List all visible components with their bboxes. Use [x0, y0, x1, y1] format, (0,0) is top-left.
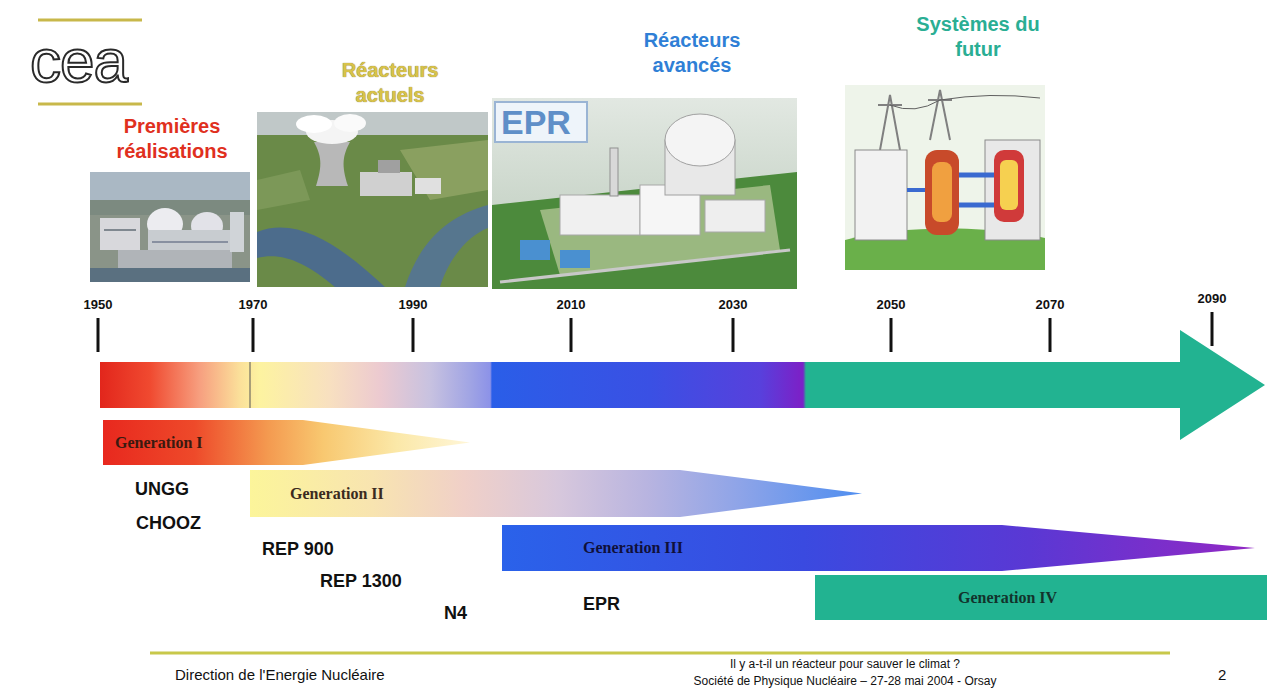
era-heading: Réacteurs avancés — [612, 28, 772, 78]
band-fill — [815, 575, 1267, 620]
year-tick — [732, 318, 735, 352]
pylon — [930, 90, 950, 140]
generation-name: Generation IV — [958, 589, 1057, 607]
pipe — [907, 188, 925, 192]
field — [257, 170, 310, 210]
heat-exchanger — [994, 150, 1024, 222]
logo-text: cea — [30, 22, 127, 100]
heat-exchanger-core — [1000, 160, 1018, 210]
background — [845, 85, 1045, 270]
dome — [665, 114, 735, 166]
generation-band: Generation II — [250, 470, 862, 517]
building — [378, 160, 400, 173]
reactor-type: EPR — [583, 593, 620, 616]
page-number: 2 — [1218, 666, 1226, 685]
year-tick — [97, 318, 100, 352]
building — [118, 250, 232, 268]
era-divider — [250, 362, 251, 408]
year-tick — [252, 318, 255, 352]
year-tick — [570, 318, 573, 352]
year-label: 1950 — [84, 297, 113, 313]
reactor-type: UNGG — [135, 478, 189, 501]
year-label: 1990 — [399, 297, 428, 313]
band-fill — [502, 525, 1255, 571]
generation-name: Generation I — [115, 434, 203, 452]
footer-text: Direction de l'Energie Nucléaire — [175, 666, 385, 685]
cooling-tower — [314, 142, 350, 186]
sky — [492, 98, 797, 289]
reactor-type: CHOOZ — [136, 512, 201, 535]
year-ticks — [98, 312, 1212, 352]
building — [705, 200, 765, 232]
building — [855, 150, 907, 240]
building — [230, 212, 244, 252]
era-heading: Systèmes du futur — [913, 12, 1043, 62]
band-fill — [250, 470, 862, 517]
plant-photo — [90, 172, 250, 282]
logo-text: EPR — [501, 101, 571, 144]
footer-rule — [150, 652, 1170, 655]
logo-rule — [38, 19, 142, 22]
reactor-type: REP 900 — [262, 538, 334, 561]
pool — [560, 250, 590, 268]
sky — [90, 172, 250, 282]
footer-text: Il y a-t-il un réacteur pour sauver le c… — [730, 657, 960, 672]
footer-text: Société de Physique Nucléaire – 27-28 ma… — [694, 674, 997, 689]
generation-band: Generation IV — [815, 575, 1267, 620]
year-tick — [1211, 312, 1214, 346]
future-system-drawing — [845, 85, 1045, 270]
logo-rule — [38, 103, 142, 106]
power-line — [890, 95, 1040, 109]
era-heading: Premières réalisations — [97, 114, 247, 164]
field — [400, 140, 488, 200]
building — [985, 140, 1040, 240]
generation-band: Generation I — [103, 420, 470, 465]
epr-rendering — [492, 98, 797, 289]
year-label: 2010 — [557, 297, 586, 313]
plant-photo — [257, 112, 488, 287]
building — [360, 172, 412, 196]
road — [500, 250, 790, 282]
year-tick — [412, 318, 415, 352]
year-label: 2090 — [1198, 291, 1227, 307]
generation-band: Generation III — [502, 525, 1255, 571]
generation-name: Generation II — [290, 485, 384, 503]
land — [257, 135, 488, 287]
windows — [104, 229, 136, 231]
era-heading: Réacteurs actuels — [315, 58, 465, 108]
year-label: 2070 — [1036, 297, 1065, 313]
year-label: 1970 — [239, 297, 268, 313]
reactor-vessel — [925, 150, 959, 235]
generation-name: Generation III — [583, 539, 683, 557]
band-fill — [103, 420, 470, 465]
water — [90, 268, 250, 282]
building — [560, 195, 640, 235]
steam — [296, 115, 332, 133]
stack — [610, 148, 618, 196]
year-label: 2030 — [719, 297, 748, 313]
platform — [540, 185, 780, 275]
year-tick — [1049, 318, 1052, 352]
year-tick — [890, 318, 893, 352]
pylon — [880, 95, 900, 150]
year-label: 2050 — [877, 297, 906, 313]
building — [100, 218, 140, 250]
pool — [520, 240, 550, 260]
pipe — [959, 175, 994, 205]
river — [405, 205, 488, 287]
reactor-type: N4 — [444, 602, 467, 625]
reactor-core — [932, 162, 952, 222]
windows — [152, 241, 228, 243]
reactor-type: REP 1300 — [320, 570, 402, 593]
river — [257, 228, 385, 287]
building — [415, 178, 441, 194]
ground — [492, 172, 797, 289]
steam — [334, 114, 366, 132]
